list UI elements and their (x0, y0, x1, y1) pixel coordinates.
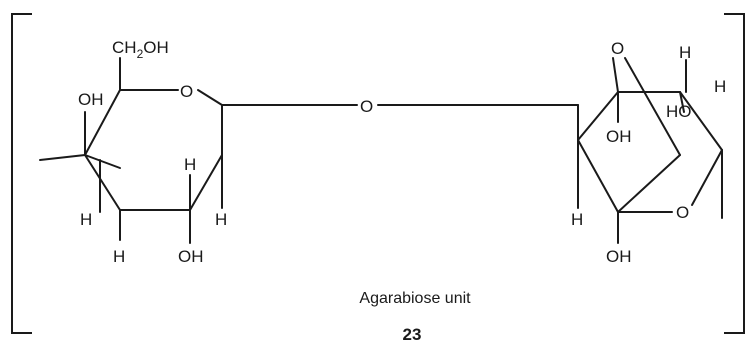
h-label-c4-lower: H (113, 247, 125, 266)
ring-oxygen-left-label: O (180, 82, 193, 101)
ho-label-right: HO (666, 102, 692, 121)
h-label-right-lower: H (571, 210, 583, 229)
diagram-caption: Agarabiose unit (359, 290, 471, 307)
oh-label-c3-lower: OH (178, 247, 204, 266)
h-label-right-edge: H (714, 77, 726, 96)
left-bracket (11, 13, 32, 334)
bridge-oxygen-label: O (611, 39, 624, 58)
h-label-left-c4: H (80, 210, 92, 229)
right-ring-bonds (577, 57, 723, 244)
right-bracket (724, 13, 745, 334)
h-label-anomeric: H (215, 210, 227, 229)
glycosidic-oxygen-label: O (360, 97, 373, 116)
oh-label-right-lower: OH (606, 247, 632, 266)
ring-oxygen-right-label: O (676, 203, 689, 222)
oh-label-left-top: OH (78, 90, 104, 109)
h-label-c3-upper: H (184, 155, 196, 174)
h-label-right-top: H (679, 43, 691, 62)
ch2oh-label: CH2OH (112, 38, 169, 61)
compound-number: 23 (403, 325, 422, 344)
left-ring-bonds (39, 57, 223, 244)
oh-label-right-upper: OH (606, 127, 632, 146)
